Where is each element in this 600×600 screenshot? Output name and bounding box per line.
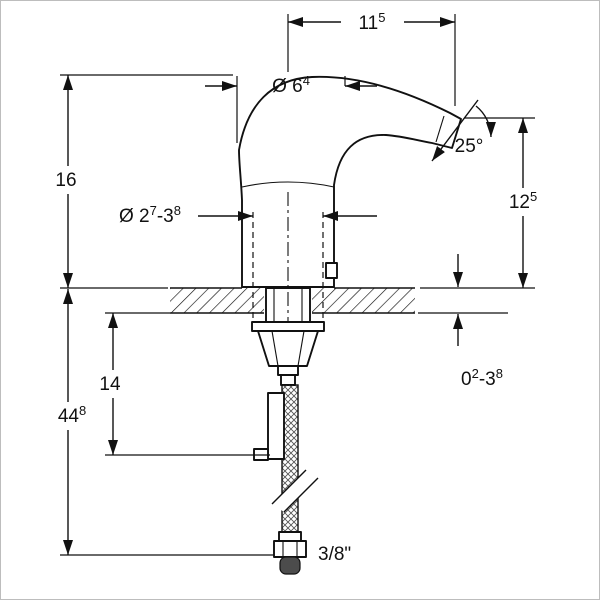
sensor-window bbox=[325, 262, 338, 279]
hose-fitting bbox=[277, 365, 299, 386]
dimension-outlet-height: 125 bbox=[420, 117, 537, 289]
dimension-body-height: 16 bbox=[55, 74, 233, 289]
connection-nut bbox=[273, 531, 307, 558]
hole-diameter-label: Ø 27-38 bbox=[119, 203, 181, 227]
top-width-label: 115 bbox=[359, 10, 386, 34]
dimension-hole-diameter: Ø 27-38 bbox=[119, 203, 377, 227]
body-height-label: 16 bbox=[55, 170, 76, 191]
hose-end-cap bbox=[279, 556, 301, 575]
body-shoulder-line bbox=[241, 181, 335, 188]
dimension-spout-angle: 25° bbox=[431, 99, 496, 162]
bracket-depth-label: 14 bbox=[99, 374, 121, 395]
deck-thickness-label: 02-38 bbox=[461, 366, 503, 390]
mounting-bracket bbox=[253, 392, 285, 461]
total-depth-label: 448 bbox=[58, 403, 86, 427]
dimension-bracket-depth: 14 bbox=[99, 312, 270, 456]
spout-angle-label: 25° bbox=[455, 136, 484, 157]
faucet-body bbox=[238, 75, 462, 288]
dimension-deck-thickness: 02-38 bbox=[418, 254, 508, 390]
outlet-height-label: 125 bbox=[509, 189, 537, 213]
dimension-total-depth: 448 bbox=[58, 289, 274, 556]
mounting-nut bbox=[257, 330, 319, 367]
spout-diameter-label: Ø 64 bbox=[272, 73, 310, 97]
countertop-hatch bbox=[170, 287, 415, 314]
aerator-line bbox=[435, 115, 445, 143]
dimension-top-width: 115 bbox=[287, 10, 456, 106]
connection-size-label: 3/8" bbox=[318, 544, 351, 565]
hole-hidden-lines bbox=[252, 212, 324, 318]
hose-break bbox=[271, 469, 319, 513]
dimension-spout-diameter: Ø 64 bbox=[205, 73, 377, 143]
